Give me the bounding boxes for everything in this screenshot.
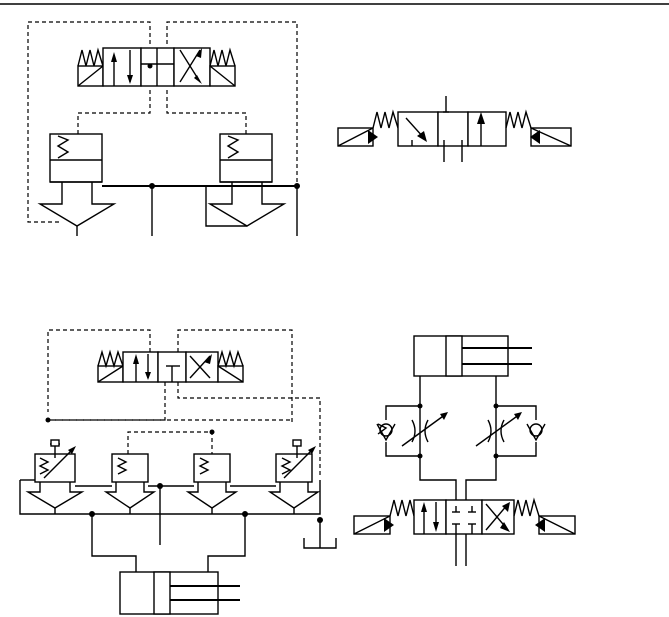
poppet-valve-3: [188, 454, 236, 514]
spring-a: [373, 112, 398, 128]
pilot-line-f: [128, 432, 212, 454]
block-c: [468, 112, 506, 146]
piston: [154, 572, 170, 614]
poppet-2-body: [112, 454, 148, 482]
block-4: [414, 500, 446, 534]
solenoid-valve-top-left: [78, 48, 235, 86]
block-a: [398, 112, 438, 146]
piston-2: [446, 336, 462, 376]
spring-d: [514, 500, 539, 516]
block-5: [446, 500, 482, 534]
solenoid-valve-bottom-left: [98, 352, 243, 382]
spring-c: [390, 500, 414, 516]
pilot-line-right-spring: [167, 90, 246, 134]
poppet-body-right: [220, 134, 272, 182]
pilot-operated-poppet-circuit: [28, 22, 300, 236]
check-throttle-valve-left: [377, 406, 448, 456]
four-poppet-cylinder-circuit: [20, 330, 336, 614]
valve-block-left: [103, 48, 141, 86]
pilot-line-left-spring: [78, 90, 150, 134]
poppet-valve-right: [210, 134, 284, 226]
poppet-valve-1-adjustable: [28, 440, 82, 514]
block-1: [123, 352, 158, 382]
tank: [304, 520, 336, 548]
solenoid-valve-bottom-right: [354, 500, 575, 534]
poppet-valve-4-adjustable: [270, 440, 318, 514]
block-b: [438, 112, 468, 146]
poppet-3-body: [194, 454, 230, 482]
double-acting-cylinder-top: [414, 336, 532, 376]
meter-out-cylinder-circuit: [354, 336, 575, 566]
poppet-body-left: [50, 134, 102, 182]
double-acting-cylinder-bottom: [120, 572, 240, 614]
spring-b: [506, 112, 531, 128]
pilot-line-c: [48, 382, 165, 420]
spring-right: [210, 50, 235, 66]
poppet-valve-2: [106, 454, 154, 514]
standalone-directional-valve: [338, 96, 571, 162]
spring-left: [78, 50, 103, 66]
check-throttle-valve-right: [476, 406, 545, 456]
valve-block-right: [174, 48, 210, 86]
